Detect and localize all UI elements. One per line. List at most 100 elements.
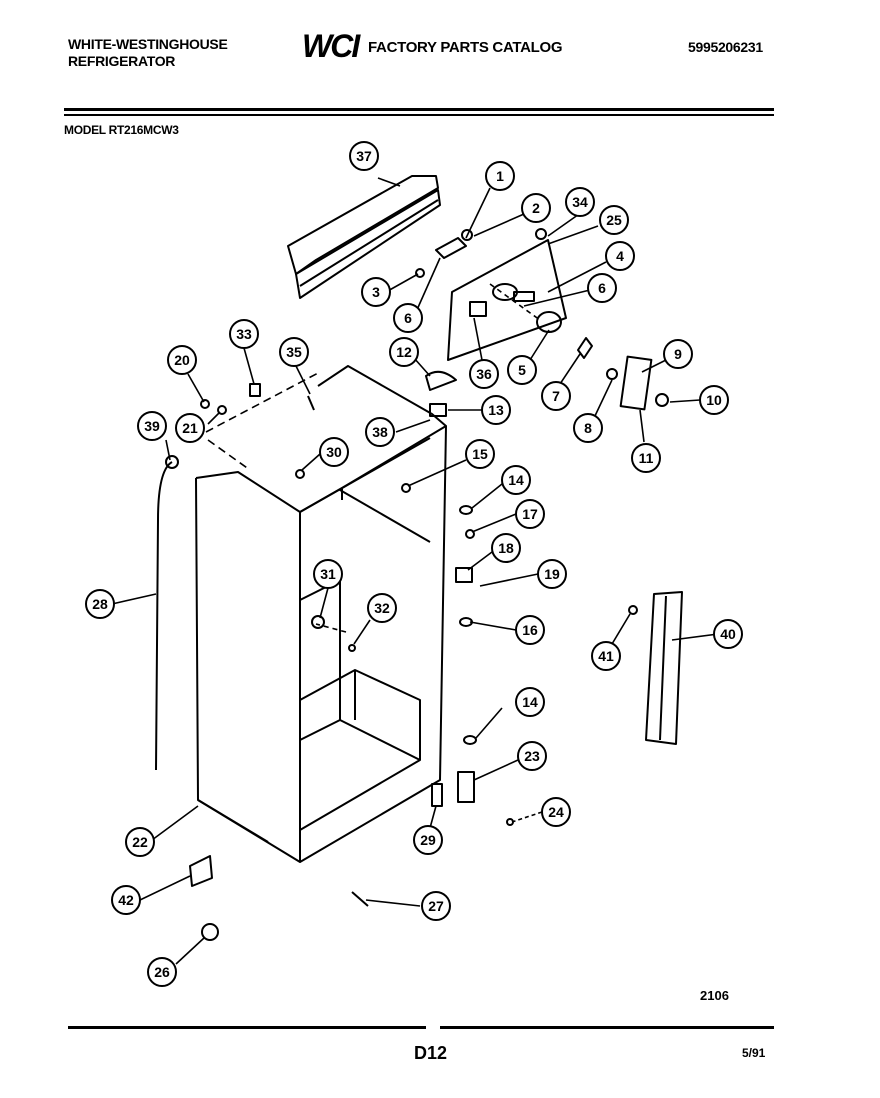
callout-12: 12 bbox=[389, 337, 419, 367]
callout-3: 3 bbox=[361, 277, 391, 307]
callout-8: 8 bbox=[573, 413, 603, 443]
wci-logo: WCI bbox=[302, 28, 363, 62]
part-37-top-trim bbox=[287, 175, 441, 299]
callouts: 1 2 3 4 5 6 6 7 8 9 10 11 12 13 14 14 15… bbox=[85, 141, 743, 987]
callout-13-label: 13 bbox=[488, 402, 504, 418]
callout-16-label: 16 bbox=[522, 622, 538, 638]
footer-rule-right bbox=[440, 1026, 774, 1029]
callout-10-label: 10 bbox=[706, 392, 722, 408]
callout-38-label: 38 bbox=[372, 424, 388, 440]
callout-34: 34 bbox=[565, 187, 595, 217]
part-drawings bbox=[155, 175, 683, 941]
callout-19-label: 19 bbox=[544, 566, 560, 582]
page-id: D12 bbox=[414, 1043, 448, 1063]
callout-12-label: 12 bbox=[396, 344, 412, 360]
callout-21-label: 21 bbox=[182, 420, 198, 436]
callout-35: 35 bbox=[279, 337, 309, 367]
part-28-drain-tube bbox=[155, 455, 179, 771]
catalog-title: FACTORY PARTS CATALOG bbox=[368, 39, 563, 56]
model-number: MODEL RT216MCW3 bbox=[64, 123, 179, 137]
callout-28-label: 28 bbox=[92, 596, 108, 612]
callout-1: 1 bbox=[485, 161, 515, 191]
callout-9-label: 9 bbox=[674, 346, 682, 362]
callout-41-label: 41 bbox=[598, 648, 614, 664]
callout-35-label: 35 bbox=[286, 344, 302, 360]
callout-29: 29 bbox=[413, 825, 443, 855]
part-12-13-thermostat bbox=[425, 370, 457, 417]
revision-date: 5/91 bbox=[742, 1046, 766, 1060]
callout-6b-label: 6 bbox=[598, 280, 606, 296]
callout-3-label: 3 bbox=[372, 284, 380, 300]
callout-18-label: 18 bbox=[498, 540, 514, 556]
callout-8-label: 8 bbox=[584, 420, 592, 436]
callout-7-label: 7 bbox=[552, 388, 560, 404]
callout-25: 25 bbox=[599, 205, 629, 235]
callout-25-label: 25 bbox=[606, 212, 622, 228]
catalog-number: 5995206231 bbox=[688, 39, 763, 55]
callout-27: 27 bbox=[421, 891, 451, 921]
callout-15-label: 15 bbox=[472, 446, 488, 462]
header-rule-bottom bbox=[64, 114, 774, 116]
brand-line-2: REFRIGERATOR bbox=[68, 53, 176, 69]
callout-15: 15 bbox=[465, 439, 495, 469]
callout-33: 33 bbox=[229, 319, 259, 349]
callout-9: 9 bbox=[663, 339, 693, 369]
callout-28: 28 bbox=[85, 589, 115, 619]
brand-block: WHITE-WESTINGHOUSE REFRIGERATOR bbox=[68, 36, 228, 70]
callout-17: 17 bbox=[515, 499, 545, 529]
callout-1-label: 1 bbox=[496, 168, 504, 184]
callout-7: 7 bbox=[541, 381, 571, 411]
header-rule-top bbox=[64, 108, 774, 111]
callout-30-label: 30 bbox=[326, 444, 342, 460]
callout-17-label: 17 bbox=[522, 506, 538, 522]
part-9-light-switch bbox=[577, 337, 669, 411]
callout-14b-label: 14 bbox=[522, 694, 538, 710]
callout-33-label: 33 bbox=[236, 326, 252, 342]
callout-29-label: 29 bbox=[420, 832, 436, 848]
callout-23-label: 23 bbox=[524, 748, 540, 764]
callout-36-label: 36 bbox=[476, 366, 492, 382]
callout-2: 2 bbox=[521, 193, 551, 223]
callout-4: 4 bbox=[605, 241, 635, 271]
part-control-panel bbox=[415, 228, 567, 361]
brand-line-1: WHITE-WESTINGHOUSE bbox=[68, 36, 228, 52]
callout-6a-label: 6 bbox=[404, 310, 412, 326]
callout-31: 31 bbox=[313, 559, 343, 589]
leader-lines bbox=[111, 177, 719, 965]
callout-22: 22 bbox=[125, 827, 155, 857]
callout-18: 18 bbox=[491, 533, 521, 563]
callout-27-label: 27 bbox=[428, 898, 444, 914]
callout-40: 40 bbox=[713, 619, 743, 649]
callout-2-label: 2 bbox=[532, 200, 540, 216]
callout-42-label: 42 bbox=[118, 892, 134, 908]
callout-20-label: 20 bbox=[174, 352, 190, 368]
callout-38: 38 bbox=[365, 417, 395, 447]
callout-37-label: 37 bbox=[356, 148, 372, 164]
callout-11-label: 11 bbox=[639, 450, 654, 466]
callout-24-label: 24 bbox=[548, 804, 564, 820]
callout-11: 11 bbox=[631, 443, 661, 473]
callout-21: 21 bbox=[175, 413, 205, 443]
footer-rule-left bbox=[68, 1026, 426, 1029]
callout-5: 5 bbox=[507, 355, 537, 385]
callout-30: 30 bbox=[319, 437, 349, 467]
callout-37: 37 bbox=[349, 141, 379, 171]
callout-14a-label: 14 bbox=[508, 472, 524, 488]
callout-41: 41 bbox=[591, 641, 621, 671]
svg-text:WCI: WCI bbox=[302, 28, 361, 62]
callout-42: 42 bbox=[111, 885, 141, 915]
callout-20: 20 bbox=[167, 345, 197, 375]
callout-16: 16 bbox=[515, 615, 545, 645]
callout-13: 13 bbox=[481, 395, 511, 425]
callout-32: 32 bbox=[367, 593, 397, 623]
callout-6b: 6 bbox=[587, 273, 617, 303]
callout-6a: 6 bbox=[393, 303, 423, 333]
callout-40-label: 40 bbox=[720, 626, 736, 642]
callout-14a: 14 bbox=[501, 465, 531, 495]
callout-31-label: 31 bbox=[320, 566, 336, 582]
callout-14b: 14 bbox=[515, 687, 545, 717]
callout-39: 39 bbox=[137, 411, 167, 441]
callout-36: 36 bbox=[469, 359, 499, 389]
callout-26: 26 bbox=[147, 957, 177, 987]
